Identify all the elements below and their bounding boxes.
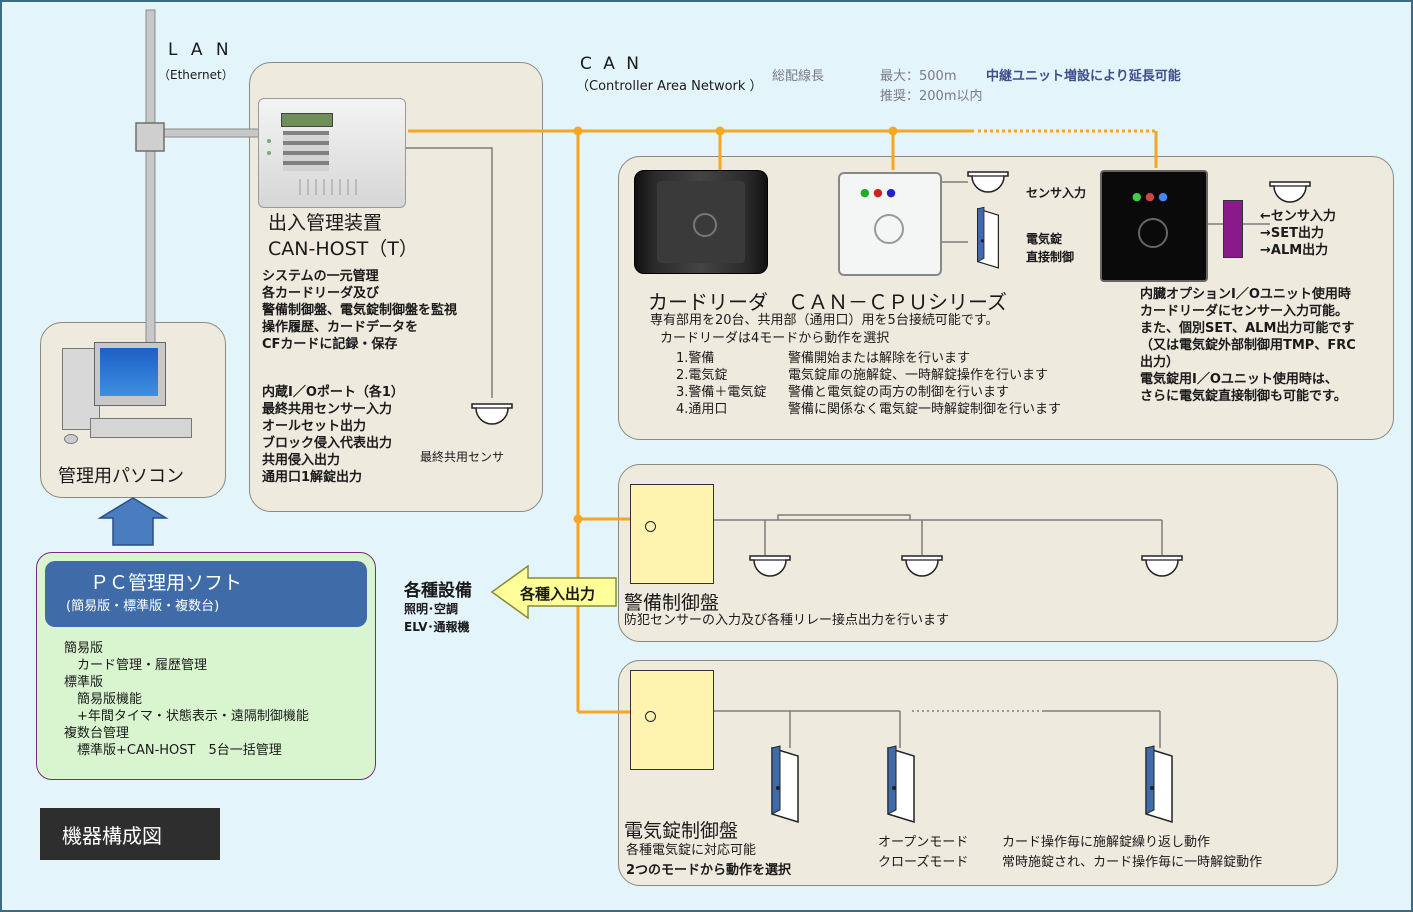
software-title-bar bbox=[45, 561, 367, 627]
card-reader-icon-black: ● ● ● bbox=[1100, 170, 1208, 282]
reader-lock-label-2: 直接制御 bbox=[1026, 250, 1075, 264]
lan-title: L A N bbox=[168, 40, 233, 60]
can-length-label: 総配線長 bbox=[772, 69, 825, 84]
lan-subtitle: （Ethernet） bbox=[158, 68, 234, 82]
can-length-note: 中継ユニット増設により延長可能 bbox=[986, 69, 1181, 84]
reader-option-notes: 内臓オプションI／Oユニット使用時カードリーダにセンサー入力可能。また、個別SE… bbox=[1140, 287, 1356, 404]
lock-close-desc: 常時施錠され、カード操作毎に一時解錠動作 bbox=[1002, 855, 1263, 870]
io-unit-icon bbox=[1223, 200, 1243, 258]
diagram-label-box bbox=[40, 808, 220, 860]
security-controller-icon bbox=[630, 484, 714, 584]
lock-title: 電気錠制御盤 bbox=[624, 820, 739, 842]
host-model: CAN-HOST（T） bbox=[268, 238, 418, 260]
host-title: 出入管理装置 bbox=[268, 212, 383, 234]
can-title: C A N bbox=[580, 54, 643, 74]
lock-panel bbox=[618, 660, 1338, 886]
lock-door-icon-1 bbox=[771, 745, 799, 823]
reader-lock-door-icon bbox=[977, 206, 1000, 269]
pc-label: 管理用パソコン bbox=[58, 466, 184, 487]
software-title: ＰＣ管理用ソフト bbox=[90, 572, 243, 594]
can-length-recommend: 推奨：200m以内 bbox=[880, 89, 983, 104]
lan-hub-icon bbox=[135, 122, 165, 152]
pc-icon bbox=[62, 342, 202, 454]
software-subtitle: (簡易版・標準版・複数台) bbox=[66, 599, 220, 614]
software-box bbox=[36, 552, 376, 780]
lock-controller-icon bbox=[630, 670, 714, 770]
reader-lock-label-1: 電気錠 bbox=[1026, 232, 1063, 246]
reader-sensor-input-label: センサ入力 bbox=[1026, 186, 1087, 200]
lock-door-icon-3 bbox=[1145, 745, 1173, 823]
software-edition-list: 簡易版 カード管理・履歴管理標準版 簡易版機能 +年間タイマ・状態表示・遠隔制御… bbox=[64, 641, 309, 758]
host-description: システムの一元管理各カードリーダ及び警備制御盤、電気錠制御盤を監視 操作履歴、カ… bbox=[262, 269, 458, 352]
equip-line-2: ELV･通報機 bbox=[404, 620, 470, 634]
equip-arrow-label: 各種入出力 bbox=[520, 585, 596, 603]
reader-mode-intro: カードリーダは4モードから動作を選択 bbox=[660, 331, 890, 346]
card-reader-icon-dark bbox=[634, 170, 768, 274]
card-reader-icon-light: ● ● ● bbox=[838, 172, 942, 276]
security-title: 警備制御盤 bbox=[624, 592, 720, 614]
equip-arrow-icon bbox=[490, 564, 617, 620]
equip-line-1: 照明･空調 bbox=[404, 602, 459, 616]
can-length-max: 最大：500m bbox=[880, 69, 957, 84]
diagram-label: 機器構成図 bbox=[62, 824, 162, 848]
security-description: 防犯センサーの入力及び各種リレー接点出力を行います bbox=[624, 613, 950, 628]
reader-mode-descriptions: 警備開始または解除を行います電気錠扉の施解錠、一時解錠操作を行います 警備と電気… bbox=[788, 351, 1062, 417]
controller-device-icon bbox=[258, 98, 406, 208]
lock-line-1: 各種電気錠に対応可能 bbox=[626, 843, 757, 858]
lock-open-mode: オープンモード bbox=[878, 835, 969, 850]
reader-title: カードリーダ ＣＡＮ－ＣＰＵシリーズ bbox=[648, 292, 1007, 314]
can-subtitle: （Controller Area Network ） bbox=[576, 79, 763, 94]
security-panel bbox=[618, 464, 1338, 642]
equip-title: 各種設備 bbox=[404, 581, 472, 601]
reader-io-labels: ←センサ入力→SET出力→ALM出力 bbox=[1260, 209, 1336, 258]
lock-door-icon-2 bbox=[887, 745, 915, 823]
up-arrow-icon bbox=[97, 497, 169, 546]
lock-line-2: 2つのモードから動作を選択 bbox=[626, 863, 792, 878]
lock-close-mode: クローズモード bbox=[878, 855, 969, 870]
reader-capacity: 専有部用を20台、共用部（通用口）用を5台接続可能です。 bbox=[650, 313, 999, 328]
lock-open-desc: カード操作毎に施解錠繰り返し動作 bbox=[1002, 835, 1211, 850]
host-sensor-label: 最終共用センサ bbox=[420, 450, 505, 464]
host-io-list: 内蔵I／Oポート（各1）最終共用センサー入力オールセット出力 ブロック侵入代表出… bbox=[262, 385, 404, 485]
